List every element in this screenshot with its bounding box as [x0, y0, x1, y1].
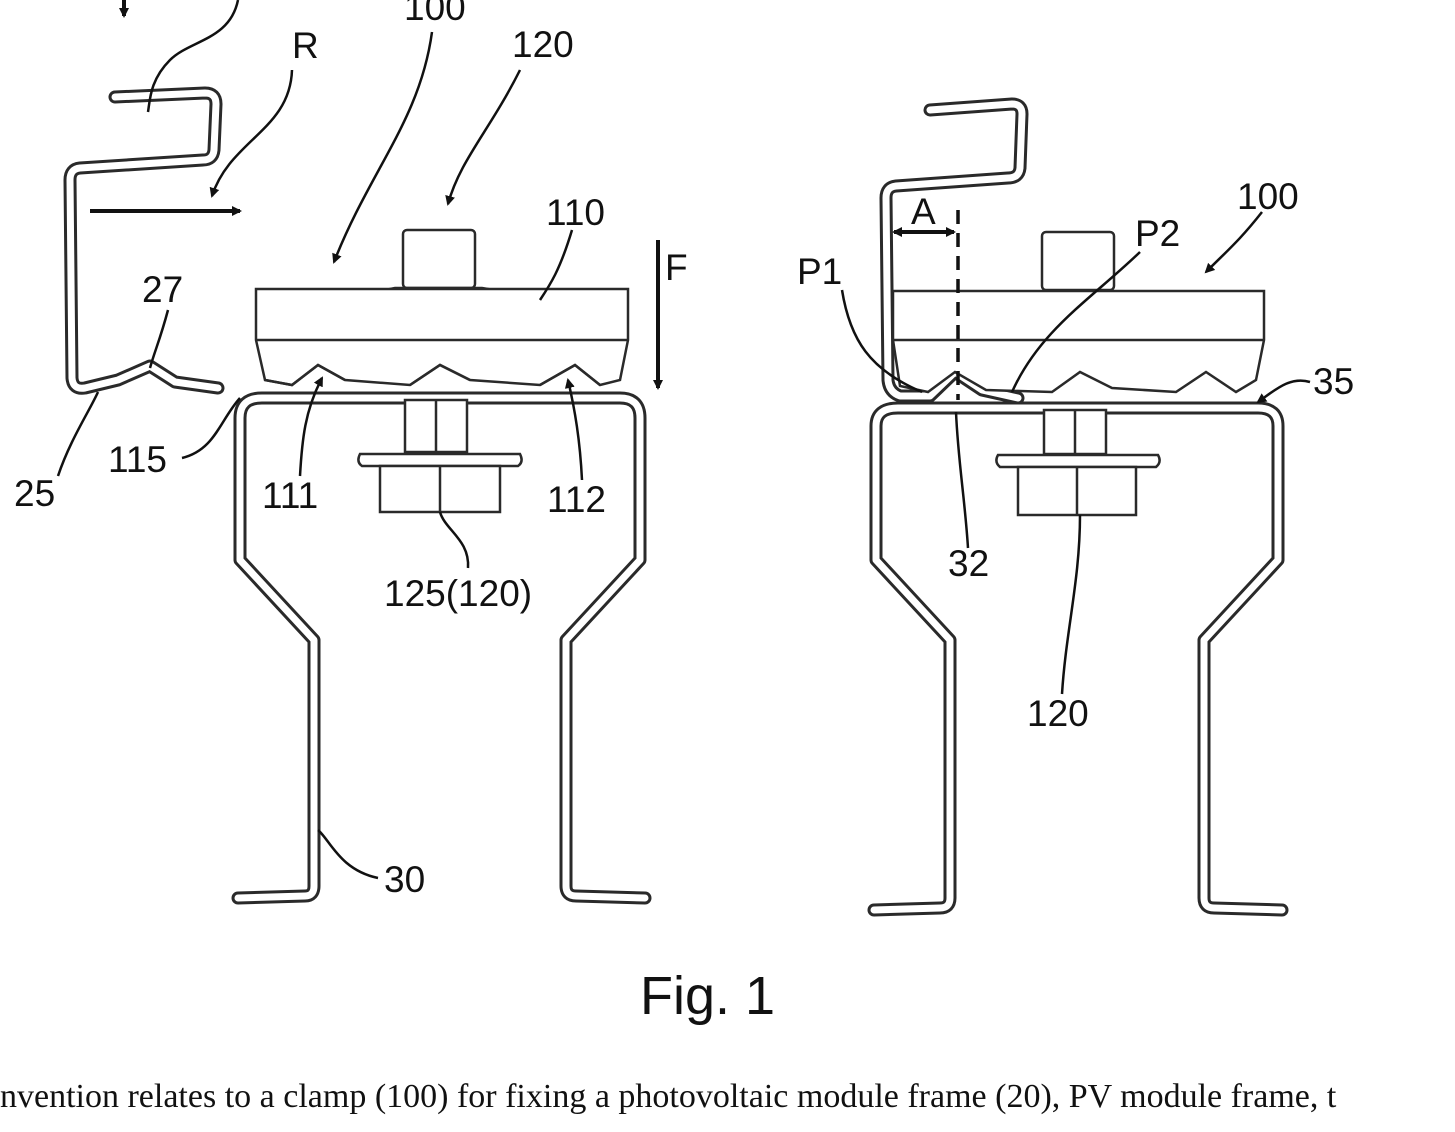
leader-125: [440, 512, 468, 568]
label-25: 25: [14, 473, 55, 514]
leader-115: [182, 398, 240, 458]
description-text: nvention relates to a clamp (100) for fi…: [0, 1078, 1455, 1116]
label-125: 125(120): [384, 573, 532, 614]
label-112: 112: [547, 479, 606, 520]
bolt-head-right: [1042, 232, 1114, 290]
label-r: R: [292, 25, 319, 66]
bolt-nut-left: [358, 400, 521, 512]
bolt-nut-right: [996, 410, 1159, 515]
label-f: F: [665, 247, 688, 288]
pv-module-frame-left: [70, 93, 218, 388]
label-p2: P2: [1135, 213, 1180, 254]
leader-25: [58, 392, 98, 476]
leader-100-right: [1206, 212, 1262, 272]
label-p1: P1: [797, 251, 842, 292]
leader-35: [1258, 381, 1310, 402]
bolt-head-left: [403, 230, 475, 288]
clamp-body-right: [893, 232, 1264, 392]
label-115: 115: [108, 439, 167, 480]
label-32: 32: [948, 543, 989, 584]
left-view: 100 120 R 110 F 27 25 115 111 112 125(12…: [14, 0, 688, 900]
label-120-right: 120: [1027, 693, 1089, 734]
leader-32: [956, 412, 968, 548]
figure-caption: Fig. 1: [640, 966, 775, 1026]
label-a: A: [911, 191, 936, 232]
label-27: 27: [142, 269, 183, 310]
label-35: 35: [1313, 361, 1354, 402]
label-100-right: 100: [1237, 176, 1299, 217]
label-30: 30: [384, 859, 425, 900]
label-110: 110: [546, 192, 605, 233]
right-view: A P1 P2 100 35 32 120: [797, 104, 1354, 910]
leader-r: [212, 70, 292, 196]
label-111: 111: [262, 475, 318, 516]
clamp-body-left: [256, 230, 628, 385]
leader-100: [334, 32, 432, 262]
label-120: 120: [512, 24, 574, 65]
label-100: 100: [404, 0, 466, 28]
leader-120-right: [1062, 515, 1080, 694]
leader-30: [318, 830, 378, 878]
leader-120: [448, 70, 520, 204]
leader-27: [150, 310, 168, 368]
